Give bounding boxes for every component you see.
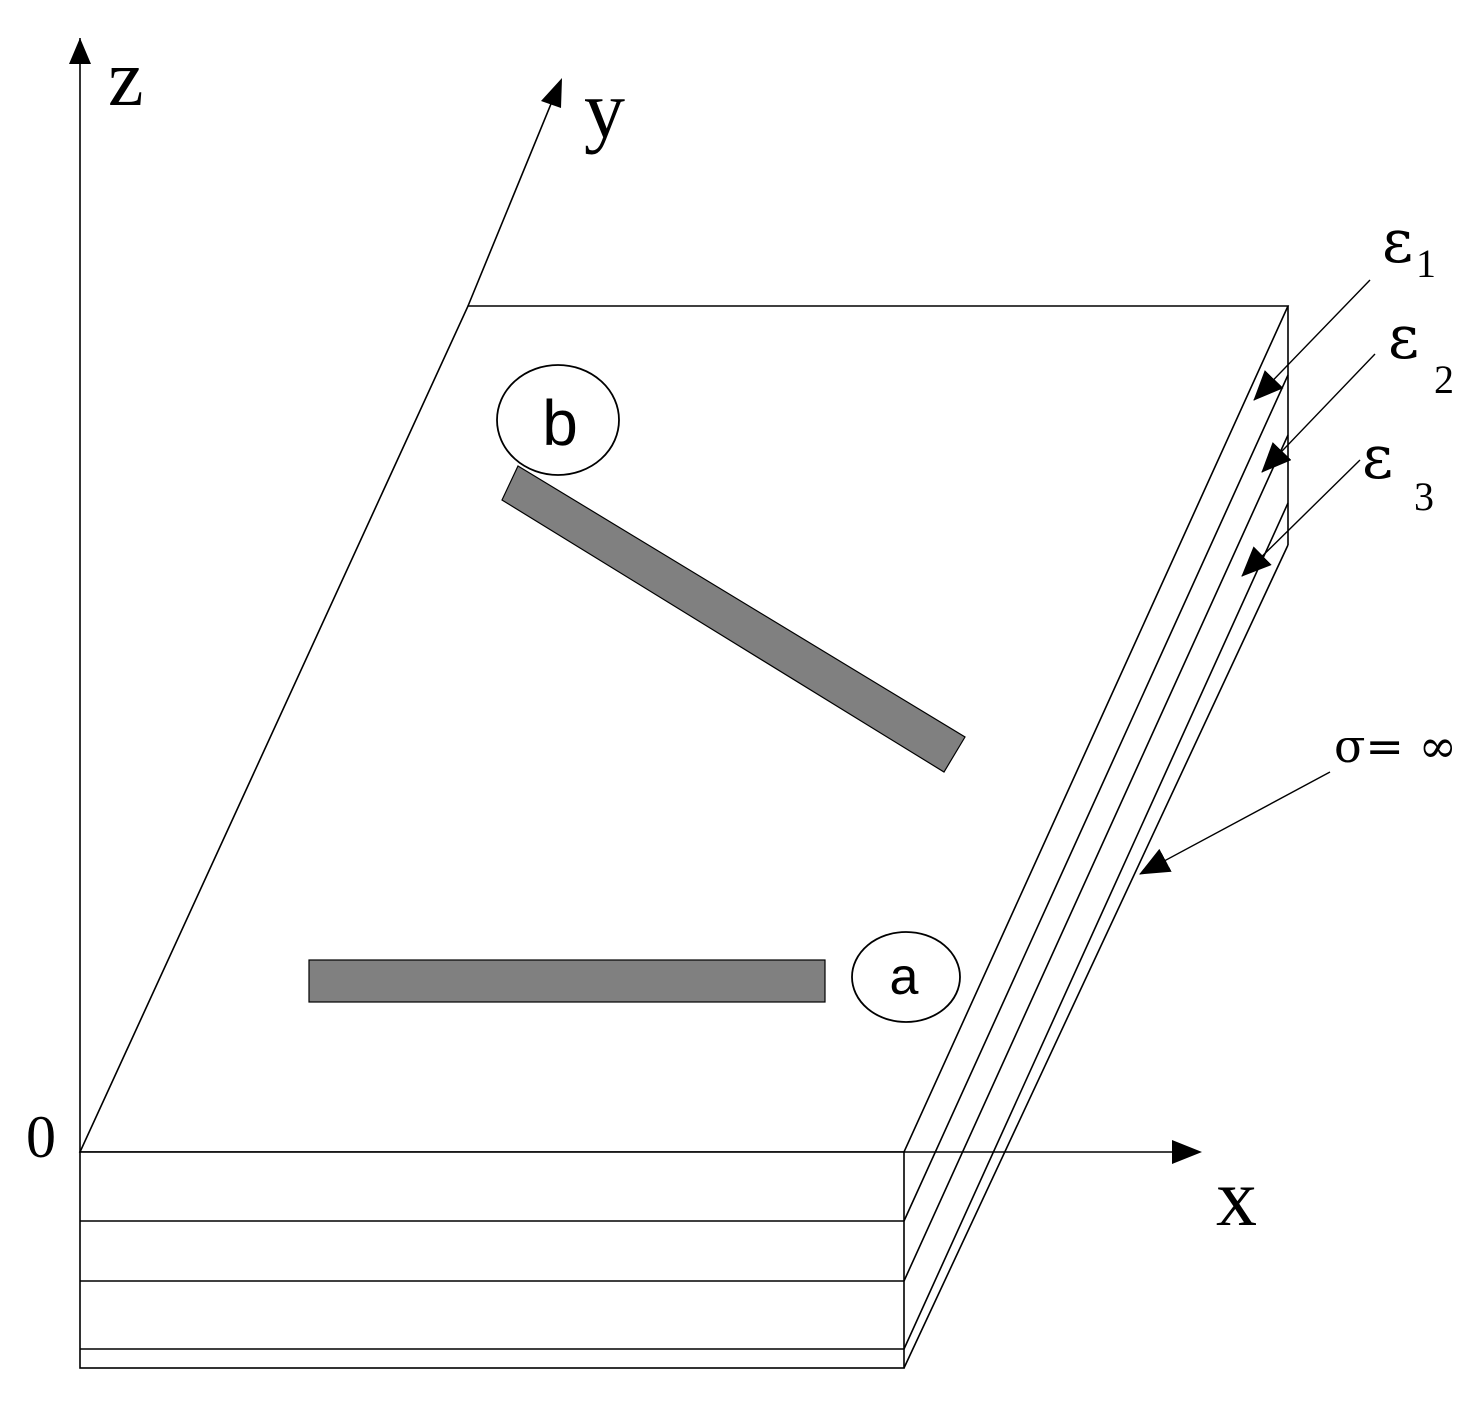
layer-bottom-side	[903, 544, 1289, 1369]
layer-boundary-1-side	[903, 374, 1289, 1222]
epsilon-3-pointer	[1241, 459, 1361, 577]
strip-a	[308, 959, 826, 1003]
epsilon-2-subscript: 2	[1434, 357, 1454, 402]
ground-plane-label: σ= ∞	[1334, 719, 1457, 773]
strip-b-label-circle	[496, 364, 620, 476]
origin-label: 0	[26, 1104, 56, 1170]
epsilon-2-annotation: ε 2	[1261, 303, 1454, 473]
ground-plane-annotation: σ= ∞	[1139, 719, 1457, 875]
x-axis-label: x	[1216, 1152, 1257, 1243]
substrate-top-face	[78, 305, 1290, 1153]
strip-a-label-circle	[851, 931, 961, 1023]
epsilon-3-subscript: 3	[1414, 474, 1434, 519]
epsilon-1-subscript: 1	[1416, 241, 1436, 286]
strip-b	[501, 465, 966, 773]
ground-plane-pointer	[1139, 771, 1331, 875]
epsilon-1-symbol: ε	[1382, 207, 1413, 277]
y-axis-arrowhead	[541, 78, 562, 108]
epsilon-2-symbol: ε	[1388, 303, 1419, 373]
epsilon-3-annotation: ε 3	[1241, 423, 1434, 577]
strip-a-label: a	[890, 948, 919, 1006]
layer-boundary-3-side	[903, 502, 1289, 1350]
layer-boundary-2-side	[903, 434, 1289, 1282]
epsilon-1-pointer	[1253, 279, 1371, 401]
epsilon-2-pointer	[1261, 353, 1376, 473]
y-axis	[467, 81, 561, 307]
substrate-side-face	[903, 306, 1289, 1369]
z-axis-label: z	[108, 35, 144, 123]
y-axis-label: y	[584, 64, 625, 155]
x-axis-arrowhead	[1172, 1140, 1202, 1164]
epsilon-3-symbol: ε	[1362, 423, 1393, 493]
substrate-front-face	[79, 1151, 905, 1369]
z-axis-arrowhead	[69, 38, 91, 64]
epsilon-1-annotation: ε 1	[1253, 207, 1436, 401]
strip-b-label: b	[542, 387, 578, 459]
